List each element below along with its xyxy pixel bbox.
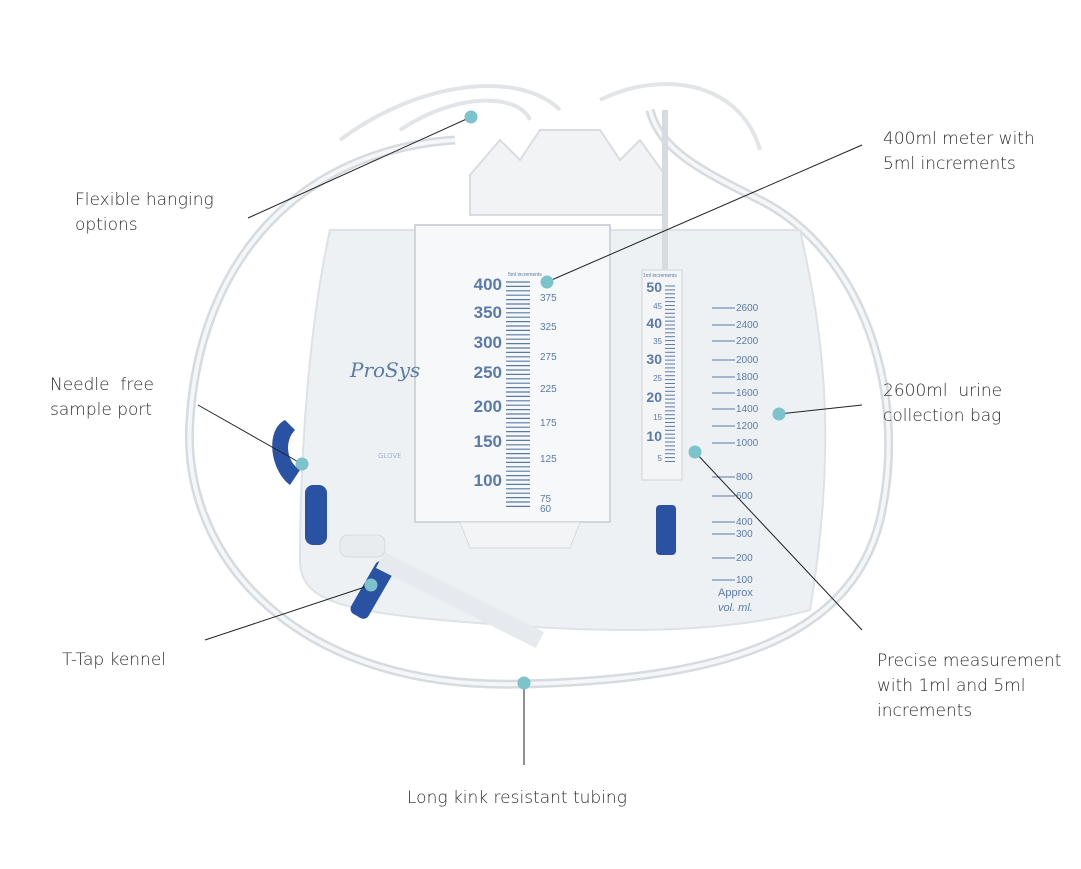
callout-400ml-meter: 400ml meter with 5ml increments	[883, 127, 1035, 177]
leader-line-meter	[546, 144, 863, 283]
bag-scale-label: 400	[736, 517, 753, 528]
bag-scale-label: 2200	[736, 336, 759, 347]
meter-major-label: 150	[474, 432, 502, 451]
meter-header: 5ml increments	[508, 272, 542, 278]
leader-line-needle	[197, 404, 303, 465]
meter-minor-label: 75	[540, 494, 552, 505]
callout-line: 5ml increments	[883, 154, 1016, 174]
hanger	[469, 129, 666, 216]
blue-cap	[656, 505, 676, 555]
meter-major-label: 400	[474, 275, 502, 294]
meter-minor-label: 175	[540, 418, 557, 429]
meter-minor-label: 225	[540, 384, 557, 395]
callout-needle-free-port: Needle free sample port	[50, 373, 154, 423]
meter-major-label: 200	[474, 397, 502, 416]
bag-scale-label: 100	[736, 575, 753, 586]
fine-scale-label: 25	[653, 374, 662, 383]
callout-line: Precise measurement	[877, 651, 1062, 671]
leader-line-hanging	[247, 116, 472, 219]
meter-minor-label: 275	[540, 352, 557, 363]
fine-scale-label: 10	[646, 428, 662, 444]
fine-measure-tube	[641, 269, 683, 481]
bag-scale-label: 600	[736, 491, 753, 502]
callout-line: Flexible hanging	[75, 190, 214, 210]
fine-scale-label: 30	[646, 351, 662, 367]
meter-major-label: 300	[474, 333, 502, 352]
callout-precise-measurement: Precise measurement with 1ml and 5ml incre…	[877, 649, 1061, 724]
callout-collection-bag: 2600ml urine collection bag	[883, 379, 1002, 429]
fine-scale-label: 50	[646, 279, 662, 295]
bag-scale-label: 1800	[736, 372, 759, 383]
bag-scale-footer: vol. ml.	[718, 602, 753, 614]
callout-tubing: Long kink resistant tubing	[407, 786, 627, 811]
callout-line: options	[75, 215, 138, 235]
callout-line: T-Tap kennel	[62, 650, 167, 670]
fine-header: 1ml increments	[643, 273, 677, 279]
meter-major-label: 250	[474, 363, 502, 382]
bag-scale-label: 200	[736, 553, 753, 564]
callout-line: Long kink resistant tubing	[407, 788, 627, 808]
bag-scale-label: 2400	[736, 320, 759, 331]
callout-dot-needle	[295, 457, 309, 471]
callout-line: sample port	[50, 400, 153, 420]
bag-scale-label: 2600	[736, 303, 759, 314]
fine-scale-label: 20	[646, 389, 662, 405]
meter-minor-label: 125	[540, 454, 557, 465]
callout-dot-hanging	[464, 110, 478, 124]
meter-minor-label: 375	[540, 293, 557, 304]
callout-line: 2600ml urine	[883, 381, 1003, 401]
callout-dot-tubing	[517, 676, 531, 690]
fine-scale-label: 45	[653, 302, 662, 311]
hanging-strap	[338, 82, 762, 151]
callout-flexible-hanging: Flexible hanging options	[75, 188, 214, 238]
fine-scale-label: 40	[646, 315, 662, 331]
fine-scale-label: 15	[653, 413, 662, 422]
callout-dot-bag	[772, 407, 786, 421]
brand-logo: ProSys	[350, 358, 421, 382]
fine-scale-label: 35	[653, 337, 662, 346]
meter-minor-label: 60	[540, 504, 552, 515]
bag-scale-footer: Approx	[718, 587, 753, 599]
callout-t-tap: T-Tap kennel	[62, 648, 166, 673]
leader-line-bag	[778, 404, 863, 415]
callout-line: with 1ml and 5ml	[877, 676, 1026, 696]
callout-line: Needle free	[50, 375, 154, 395]
bag-scale-label: 1600	[736, 388, 759, 399]
callout-dot-precise	[688, 445, 702, 459]
leader-line-ttap	[204, 584, 372, 641]
glove-label: GLOVE	[378, 452, 402, 460]
callout-line: increments	[877, 701, 973, 721]
bag-scale-label: 1000	[736, 438, 759, 449]
meter-major-label: 100	[474, 471, 502, 490]
bag-scale-label: 800	[736, 472, 753, 483]
meter-minor-label: 325	[540, 322, 557, 333]
callout-dot-ttap	[364, 578, 378, 592]
callout-line: collection bag	[883, 406, 1002, 426]
bag-scale-label: 1400	[736, 404, 759, 415]
meter-chamber	[414, 224, 611, 523]
bag-scale-label: 2000	[736, 355, 759, 366]
bag-scale-label: 300	[736, 529, 753, 540]
callout-dot-meter	[540, 275, 554, 289]
meter-major-label: 350	[474, 303, 502, 322]
leader-line-precise	[694, 451, 863, 631]
fine-scale-label: 5	[658, 454, 663, 463]
callout-line: 400ml meter with	[883, 129, 1035, 149]
bag-scale-label: 1200	[736, 421, 759, 432]
needle-free-port-clamp	[272, 420, 300, 485]
